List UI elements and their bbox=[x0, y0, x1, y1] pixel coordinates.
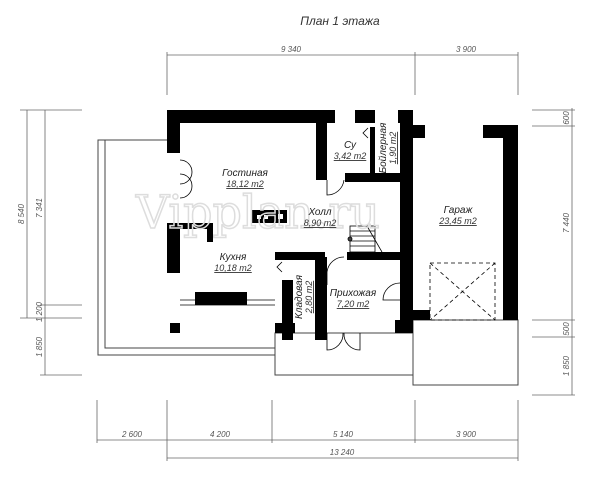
svg-text:23,45 m2: 23,45 m2 bbox=[438, 216, 477, 226]
room-living: Гостиная 18,12 m2 bbox=[222, 168, 268, 189]
room-kitchen: Кухня 10,18 m2 bbox=[214, 252, 252, 273]
svg-text:Прихожая: Прихожая bbox=[330, 288, 377, 299]
room-entrance: Прихожая 7,20 m2 bbox=[330, 288, 377, 309]
stairs bbox=[347, 225, 383, 253]
dim-bottom-1: 2 600 bbox=[121, 430, 143, 439]
svg-text:Су: Су bbox=[344, 140, 357, 151]
svg-text:1,90 m2: 1,90 m2 bbox=[388, 132, 398, 165]
dim-left-1: 7 341 bbox=[35, 198, 44, 218]
dimension-lines bbox=[20, 52, 575, 461]
dim-bottom-3: 5 140 bbox=[333, 430, 354, 439]
dim-right-1: 600 bbox=[562, 111, 571, 125]
dim-bottom-total: 13 240 bbox=[330, 448, 355, 457]
dim-left-2: 1 200 bbox=[35, 301, 44, 322]
svg-text:Гараж: Гараж bbox=[444, 205, 474, 216]
svg-text:Кухня: Кухня bbox=[220, 252, 247, 263]
dim-left-3: 1 850 bbox=[35, 336, 44, 357]
svg-text:Гостиная: Гостиная bbox=[222, 168, 268, 179]
room-bathroom: Су 3,42 m2 bbox=[334, 140, 367, 161]
dim-bottom-2: 4 200 bbox=[210, 430, 231, 439]
room-storage: Кладовая 2,80 m2 bbox=[294, 274, 314, 319]
dim-top-1: 9 340 bbox=[281, 45, 302, 54]
dim-right-2: 7 440 bbox=[562, 212, 571, 233]
dim-right-3: 500 bbox=[562, 322, 571, 336]
room-garage: Гараж 23,45 m2 bbox=[438, 205, 477, 226]
walls bbox=[167, 110, 518, 340]
dim-bottom-4: 3 900 bbox=[456, 430, 477, 439]
svg-text:Кладовая: Кладовая bbox=[294, 274, 305, 319]
svg-text:Холл: Холл bbox=[307, 207, 331, 218]
svg-text:18,12 m2: 18,12 m2 bbox=[226, 179, 264, 189]
svg-text:7,20 m2: 7,20 m2 bbox=[337, 299, 370, 309]
garage-gate bbox=[429, 262, 496, 321]
svg-text:Бойлерная: Бойлерная bbox=[378, 122, 389, 173]
doors[interactable] bbox=[179, 127, 401, 351]
room-boiler: Бойлерная 1,90 m2 bbox=[378, 122, 398, 173]
plan-title: План 1 этажа bbox=[300, 14, 380, 28]
fireplace bbox=[252, 210, 287, 223]
outdoor-outlines bbox=[97, 139, 519, 386]
svg-text:2,80 m2: 2,80 m2 bbox=[304, 281, 314, 315]
svg-text:8,90 m2: 8,90 m2 bbox=[304, 218, 337, 228]
dim-right-4: 1 850 bbox=[562, 355, 571, 376]
svg-text:3,42 m2: 3,42 m2 bbox=[334, 151, 367, 161]
watermark: Vipplan.ru bbox=[135, 185, 380, 239]
svg-text:10,18 m2: 10,18 m2 bbox=[214, 263, 252, 273]
dim-left-outer: 8 540 bbox=[17, 203, 26, 224]
room-hall: Холл 8,90 m2 bbox=[304, 207, 337, 228]
dim-top-2: 3 900 bbox=[456, 45, 477, 54]
